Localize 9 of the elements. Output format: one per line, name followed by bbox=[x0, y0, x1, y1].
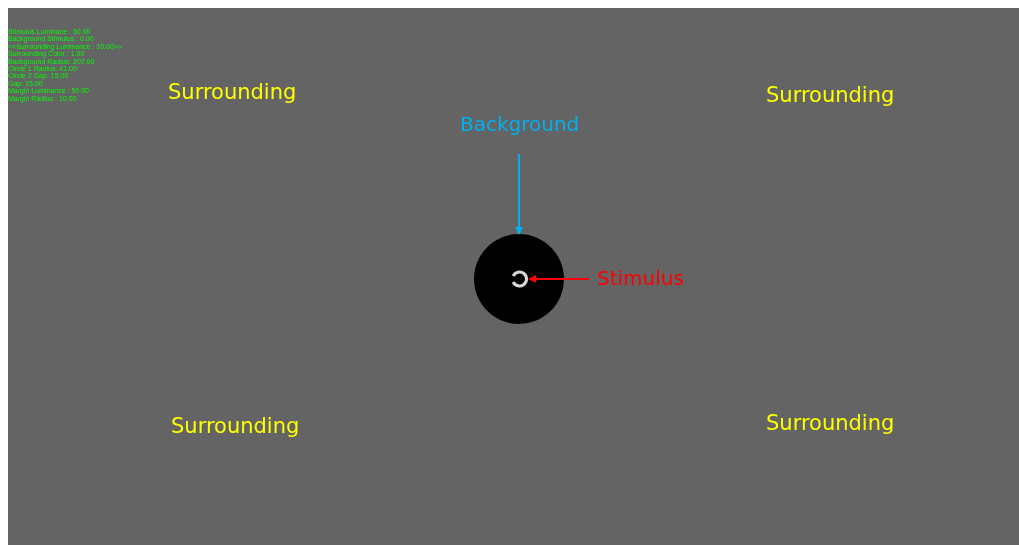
region-label: Surrounding bbox=[171, 414, 300, 438]
region-label: Surrounding bbox=[766, 83, 895, 107]
arrow bbox=[528, 275, 590, 283]
stimulus-ring bbox=[510, 270, 528, 288]
region-label: Surrounding bbox=[168, 80, 297, 104]
region-label: Surrounding bbox=[766, 411, 895, 435]
callout-label: Background bbox=[460, 112, 580, 136]
callout-label: Stimulus bbox=[597, 266, 684, 290]
arrow bbox=[515, 153, 523, 235]
